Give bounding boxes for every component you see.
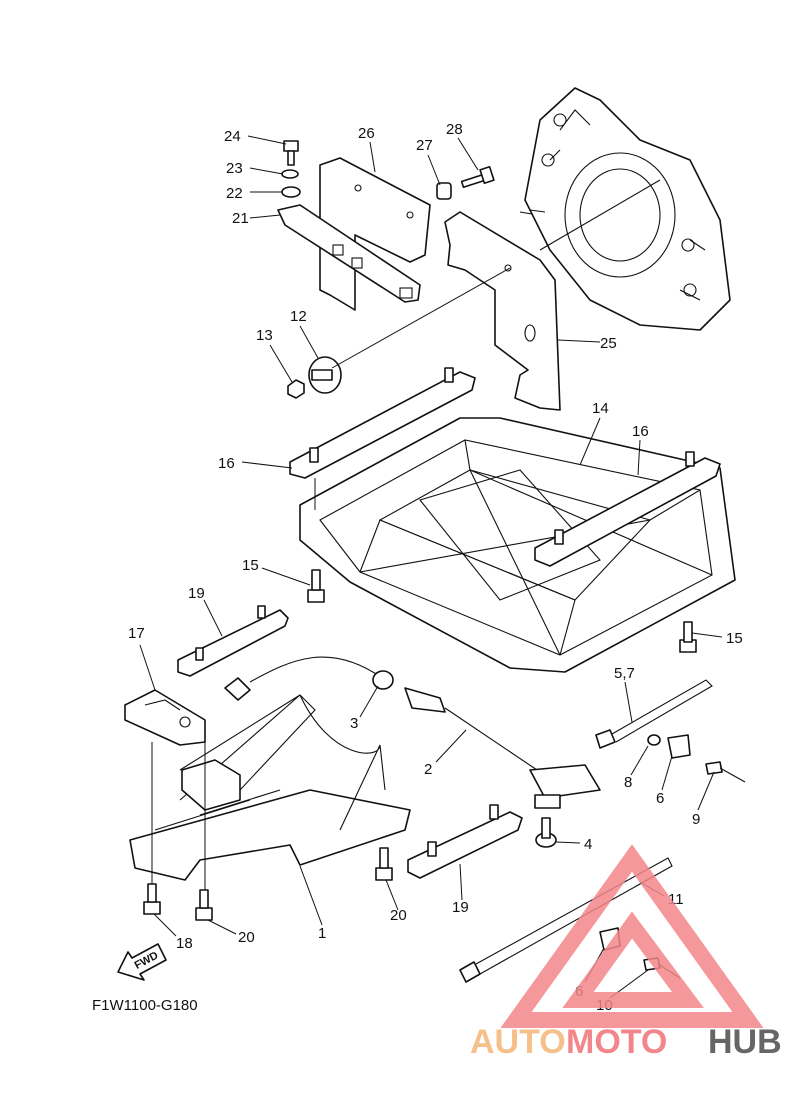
callout-57: 5,7 — [614, 665, 635, 682]
bolt-24 — [283, 140, 299, 166]
bolt-18 — [143, 883, 161, 915]
bracket-21 — [277, 204, 421, 303]
grommet-27 — [436, 182, 452, 200]
callout-20-right: 20 — [390, 907, 407, 924]
callout-16-left: 16 — [218, 455, 235, 472]
callout-17: 17 — [128, 625, 145, 642]
rail-16-right — [534, 451, 721, 567]
callout-4: 4 — [584, 836, 592, 853]
callout-27: 27 — [416, 137, 433, 154]
svg-text:HUB: HUB — [708, 1023, 782, 1061]
callout-12: 12 — [290, 308, 307, 325]
callout-23: 23 — [226, 160, 243, 177]
bracket-17 — [124, 689, 206, 746]
callout-19-upper: 19 — [188, 585, 205, 602]
callout-14: 14 — [592, 400, 609, 417]
callout-1: 1 — [318, 925, 326, 942]
svg-text:AUTO: AUTO — [470, 1023, 566, 1061]
bolt-28 — [460, 165, 495, 189]
svg-text:MOTO: MOTO — [566, 1023, 667, 1061]
callout-20-left: 20 — [238, 929, 255, 946]
frame-14 — [299, 417, 736, 673]
callout-21: 21 — [232, 210, 249, 227]
callout-24: 24 — [224, 128, 241, 145]
callout-22: 22 — [226, 185, 243, 202]
engine-mount-housing — [519, 87, 731, 331]
cable-2 — [224, 656, 601, 809]
fwd-arrow-icon: FWD — [117, 943, 167, 981]
callout-25: 25 — [600, 335, 617, 352]
grommet-3 — [372, 670, 394, 690]
damper-12 — [308, 267, 511, 394]
rail-19-upper — [177, 605, 289, 677]
cable-tie-11 — [459, 857, 673, 983]
callout-13: 13 — [256, 327, 273, 344]
washer-22 — [281, 186, 301, 198]
bolt-20-left — [195, 889, 213, 921]
pin-9 — [705, 761, 746, 783]
cable-tie-57 — [595, 679, 713, 749]
callout-28: 28 — [446, 121, 463, 138]
bolt-15-right — [679, 621, 697, 653]
washer-23 — [281, 169, 299, 179]
washer-8 — [647, 734, 661, 746]
plate-25 — [444, 211, 561, 411]
bracket-26 — [319, 157, 431, 311]
callout-15-left: 15 — [242, 557, 259, 574]
callout-3: 3 — [350, 715, 358, 732]
callout-18: 18 — [176, 935, 193, 952]
diagram-code: F1W1100-G180 — [92, 997, 198, 1014]
leader-lines — [139, 135, 723, 999]
nut-13 — [287, 379, 305, 399]
callout-19-lower: 19 — [452, 899, 469, 916]
bolt-20-right — [375, 847, 393, 881]
callout-2: 2 — [424, 761, 432, 778]
callout-8: 8 — [624, 774, 632, 791]
callout-26: 26 — [358, 125, 375, 142]
rail-19-lower — [407, 804, 523, 879]
callout-16-right: 16 — [632, 423, 649, 440]
callout-labels: 24 23 22 21 26 27 28 25 12 13 14 16 16 1… — [128, 121, 743, 1014]
callout-6-upper: 6 — [656, 790, 664, 807]
watermark-logo: AUTO MOTO HUB — [470, 844, 782, 1061]
screw-4 — [535, 817, 557, 848]
bolt-15-left — [307, 569, 325, 603]
callout-9: 9 — [692, 811, 700, 828]
callout-15-right: 15 — [726, 630, 743, 647]
rail-16-left — [289, 367, 476, 510]
bed-plate-1 — [129, 694, 411, 881]
clip-6-upper — [667, 734, 691, 759]
